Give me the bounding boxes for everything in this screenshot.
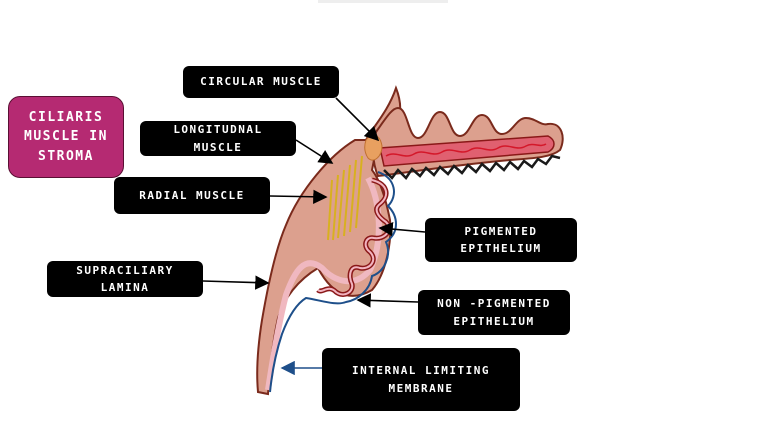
supraciliary-lamina-label: SUPRACILIARY LAMINA bbox=[47, 261, 203, 297]
circular-muscle-region bbox=[364, 134, 383, 161]
circular-muscle-pointer bbox=[335, 97, 380, 142]
ciliary-process-vessel bbox=[385, 143, 547, 157]
pigmented-epithelium-pointer bbox=[378, 221, 426, 237]
diagram-title: CILIARIS MUSCLE IN STROMA bbox=[8, 96, 124, 178]
top-edge-strip bbox=[318, 0, 448, 3]
radial-muscle-label: RADIAL MUSCLE bbox=[114, 177, 270, 214]
supraciliary-lamina-pointer bbox=[202, 275, 270, 290]
circular-muscle-label: CIRCULAR MUSCLE bbox=[183, 66, 339, 98]
internal-limiting-membrane-label: INTERNAL LIMITING MEMBRANE bbox=[322, 348, 520, 411]
ciliary-process-epithelium bbox=[383, 154, 561, 180]
longitudinal-muscle-label: LONGITUDNAL MUSCLE bbox=[140, 121, 296, 156]
pigmented-epithelium-label: PIGMENTED EPITHELIUM bbox=[425, 218, 577, 262]
non-pigmented-epithelium-label: NON -PIGMENTED EPITHELIUM bbox=[418, 290, 570, 335]
pigmented-epithelium-inner bbox=[317, 179, 390, 296]
longitudinal-muscle-pointer bbox=[295, 139, 334, 164]
radial-muscle-pointer bbox=[269, 189, 328, 204]
radial-muscle-fibers bbox=[327, 155, 363, 241]
non-pigmented-epithelium-pointer bbox=[356, 293, 419, 308]
